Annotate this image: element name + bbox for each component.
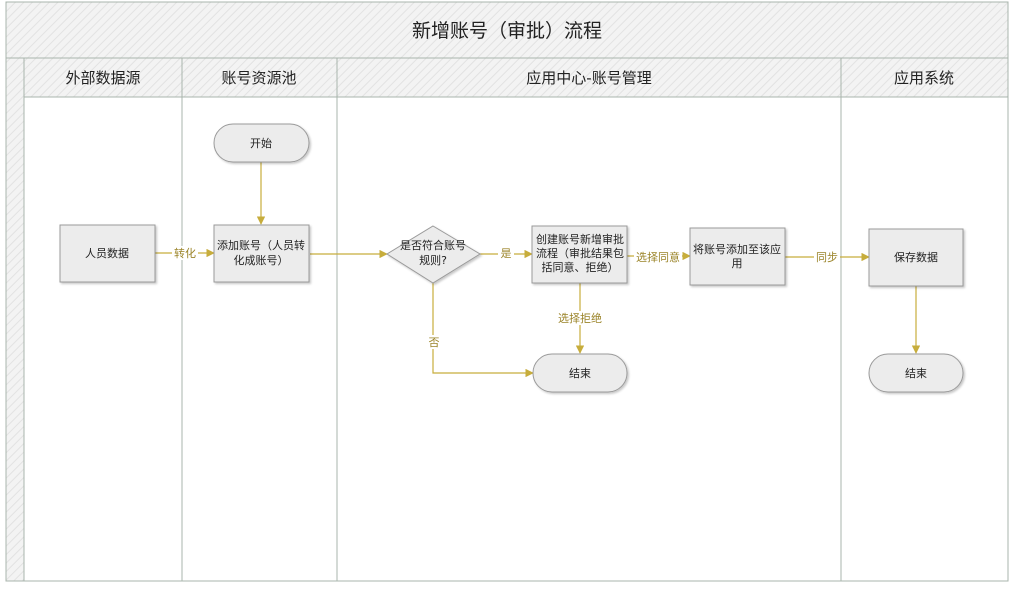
- node-add-to-app: [689, 227, 786, 286]
- lane-header-pool: [181, 57, 338, 98]
- edge-label-yes: 是: [501, 247, 512, 260]
- diagram-title: 新增账号（审批）流程: [412, 20, 602, 42]
- node-save-data-label: 保存数据: [894, 250, 938, 264]
- edge-label-sync: 同步: [816, 251, 838, 264]
- lanes-body: [23, 96, 1009, 582]
- node-end-right-label: 结束: [905, 367, 927, 380]
- node-create-flow: [531, 225, 628, 284]
- node-check-rule-line1: 是否符合账号: [400, 238, 466, 252]
- node-add-account-line1: 添加账号（人员转: [217, 238, 305, 252]
- lane-title-pool: 账号资源池: [221, 69, 296, 87]
- edge-label-approve: 选择同意: [636, 250, 680, 264]
- node-add-to-app-line2: 用: [732, 257, 743, 270]
- node-end-right: [868, 353, 964, 393]
- lane-header-appcenter: [336, 57, 842, 98]
- edge-label-convert: 转化: [174, 246, 196, 260]
- node-start-label: 开始: [250, 136, 272, 150]
- node-check-rule: [386, 225, 481, 284]
- node-add-account: [213, 224, 310, 283]
- node-end-mid-label: 结束: [569, 367, 591, 380]
- node-person-data-label: 人员数据: [85, 246, 129, 260]
- node-person-data: [59, 224, 156, 283]
- node-create-flow-line3: 括同意、拒绝）: [542, 260, 619, 274]
- node-create-flow-line2: 流程（审批结果包: [536, 246, 624, 260]
- node-start: [213, 123, 310, 163]
- node-add-account-line2: 化成账号）: [234, 253, 289, 267]
- edge-check-no: [432, 283, 534, 378]
- node-check-rule-line2: 规则?: [419, 253, 447, 267]
- node-create-flow-line1: 创建账号新增审批: [536, 232, 624, 246]
- lane-header-external: [23, 57, 183, 98]
- lane-title-appcenter: 应用中心-账号管理: [526, 69, 651, 87]
- title-header: [5, 1, 1009, 59]
- node-add-to-app-line1: 将账号添加至该应: [693, 242, 781, 256]
- lane-title-appsystem: 应用系统: [894, 69, 954, 87]
- pool-side-bar: [5, 57, 25, 582]
- node-end-mid: [532, 353, 628, 393]
- edge-label-no: 否: [429, 336, 440, 349]
- node-save-data: [868, 228, 964, 287]
- lane-title-external: 外部数据源: [65, 69, 140, 87]
- edge-label-reject: 选择拒绝: [558, 311, 602, 325]
